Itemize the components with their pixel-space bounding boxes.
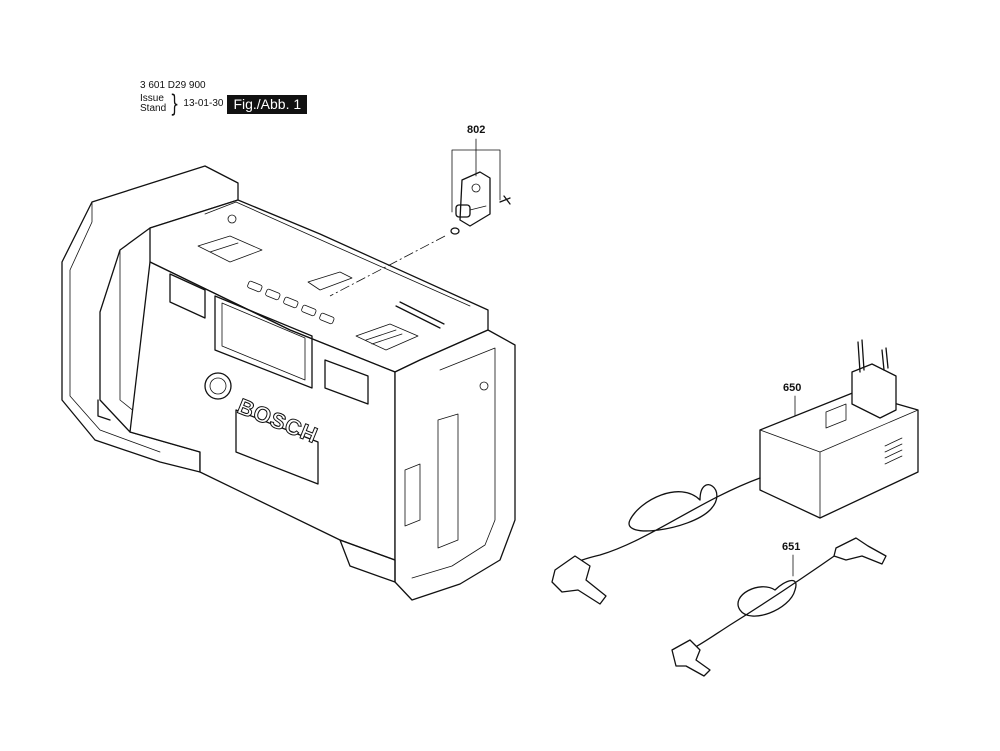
- issue-row: Issue Stand } 13-01-30 Fig./Abb. 1: [140, 90, 308, 118]
- screw: [499, 195, 511, 205]
- aux-connector-top: [833, 537, 887, 565]
- leader-802: [451, 138, 501, 213]
- plug-pin-1: [857, 339, 865, 373]
- antenna: [395, 301, 445, 329]
- antenna-knob: [227, 214, 237, 224]
- button-row: [247, 280, 335, 325]
- label-802: 802: [467, 124, 486, 136]
- right-roll-cage: [394, 329, 516, 601]
- cable-part-651: [671, 537, 887, 677]
- bracket-knob: [455, 204, 471, 218]
- vent-slots: [884, 437, 903, 465]
- charger-part-650: [551, 339, 919, 605]
- issue-label: Issue: [140, 92, 164, 104]
- issue-date: 13-01-30: [183, 98, 224, 110]
- right-speaker-grille: [324, 359, 369, 405]
- left-speaker-grille: [169, 273, 206, 319]
- top-keypad-left: [197, 235, 263, 263]
- charger-cable: [559, 477, 761, 576]
- brand-logo-circle: [204, 372, 232, 400]
- plug-housing: [851, 363, 897, 419]
- brace-glyph: }: [170, 90, 180, 118]
- radio-unit: BOSCH: [61, 165, 516, 601]
- assembly-line-802: [329, 235, 446, 297]
- left-roll-cage: [61, 165, 239, 473]
- display-window: [214, 295, 313, 389]
- washer: [450, 227, 460, 235]
- document-part-number: 3 601 D29 900: [140, 80, 206, 91]
- bracket-plate: [459, 171, 491, 227]
- stand-label: Stand: [140, 103, 167, 114]
- bracket-part-802: [450, 138, 511, 235]
- issue-labels: Issue Stand: [140, 92, 167, 115]
- label-651: 651: [782, 541, 801, 553]
- label-650: 650: [783, 382, 802, 394]
- aux-connector-bottom: [671, 639, 711, 677]
- aux-cable: [689, 551, 841, 651]
- plug-pin-2: [881, 347, 889, 371]
- drawing-header: 3 601 D29 900 Issue Stand } 13-01-30 Fig…: [140, 80, 308, 118]
- charger-connector: [551, 555, 607, 605]
- figure-badge: Fig./Abb. 1: [227, 94, 308, 114]
- bottom-foot: [339, 539, 396, 583]
- top-keypad-right: [355, 323, 419, 351]
- brand-plate: [235, 409, 319, 485]
- top-slot: [307, 271, 353, 291]
